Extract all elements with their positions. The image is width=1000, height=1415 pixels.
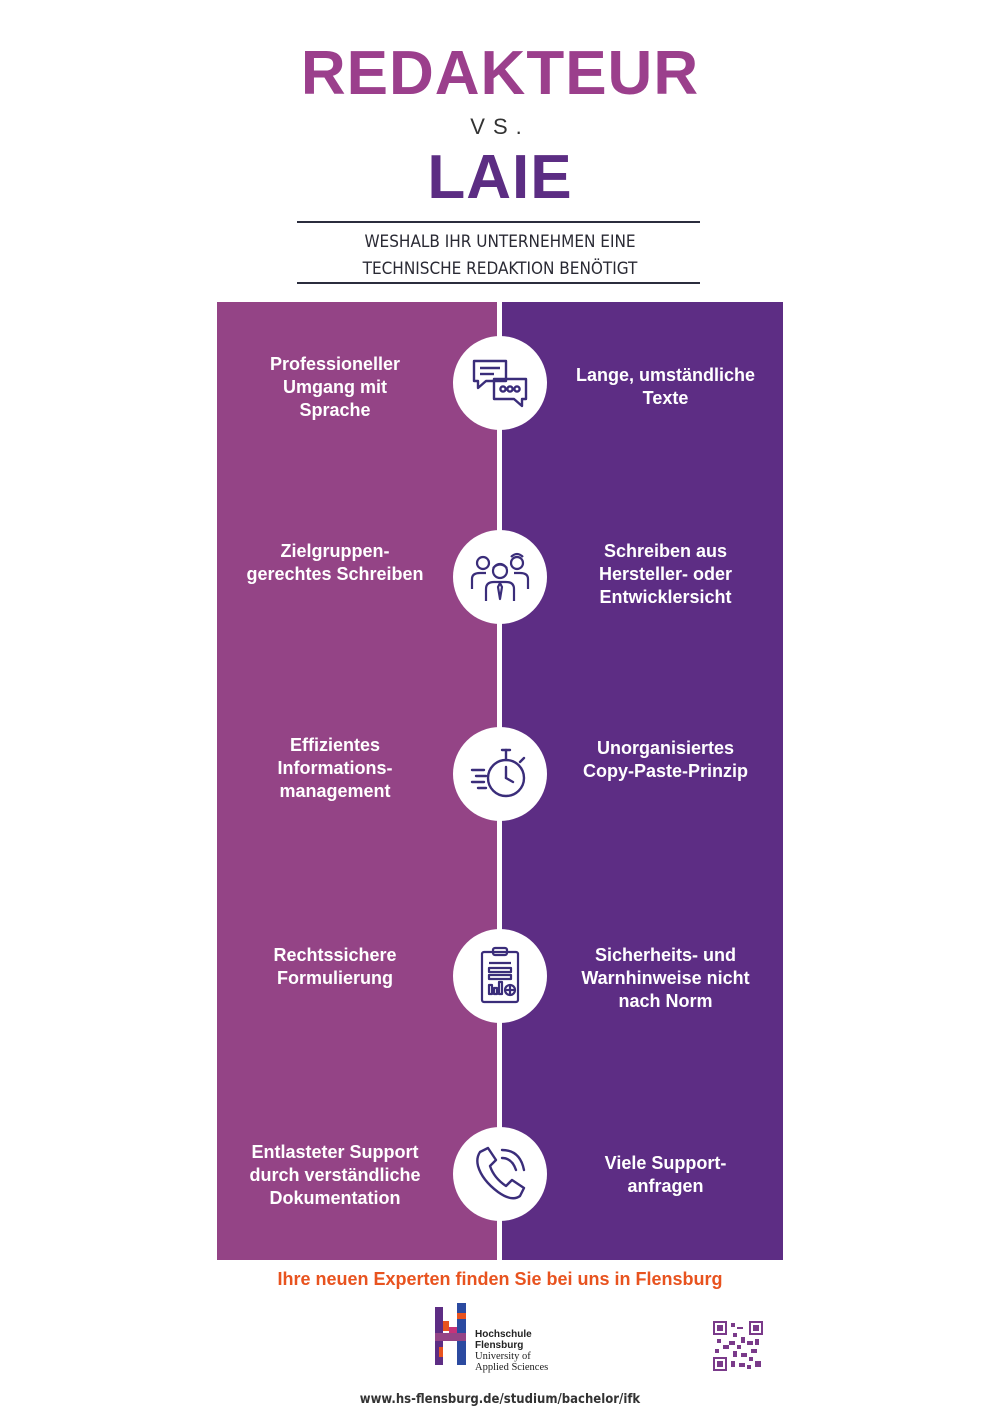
row-4-left-line-1: Rechtssichere bbox=[273, 945, 397, 965]
row-4-right-line-1: Sicherheits- und bbox=[594, 945, 737, 965]
logo-text: Hochschule Flensburg University of Appli… bbox=[475, 1329, 548, 1373]
row-2-left-text: Zielgruppen- gerechtes Schreiben bbox=[220, 540, 450, 586]
row-5-right-line-2: anfragen bbox=[627, 1176, 704, 1196]
footer-slogan: Ihre neuen Experten finden Sie bei uns i… bbox=[277, 1269, 723, 1289]
qr-code-icon[interactable] bbox=[713, 1321, 763, 1371]
title-redakteur: REDAKTEUR bbox=[300, 39, 700, 108]
row-1-right-line-2: Texte bbox=[642, 388, 689, 408]
laie-column bbox=[502, 302, 783, 1260]
row-1-right-text: Lange, umständliche Texte bbox=[548, 364, 783, 410]
tagline: WESHALB IHR UNTERNEHMEN EINE TECHNISCHE … bbox=[0, 229, 1000, 283]
phone-icon bbox=[476, 1146, 526, 1200]
clipboard-report-icon bbox=[480, 946, 520, 1004]
tagline-line-1: WESHALB IHR UNTERNEHMEN EINE bbox=[364, 232, 636, 252]
row-4-right-line-3: nach Norm bbox=[618, 991, 713, 1011]
row-3-left-line-1: Effizientes bbox=[289, 735, 381, 755]
logo-line-2: Flensburg bbox=[475, 1340, 524, 1351]
row-4-left-line-2: Formulierung bbox=[277, 968, 393, 988]
top-rule bbox=[297, 221, 700, 223]
row-1-icon-circle bbox=[453, 336, 547, 430]
row-4-icon-circle bbox=[453, 929, 547, 1023]
row-2-right-line-2: Hersteller- oder bbox=[598, 564, 733, 584]
row-2-left-line-2: gerechtes Schreiben bbox=[246, 564, 424, 584]
row-3-right-line-1: Unorganisiertes bbox=[596, 738, 735, 758]
row-5-right-line-1: Viele Support- bbox=[604, 1153, 727, 1173]
row-5-left-line-3: Dokumentation bbox=[269, 1188, 401, 1208]
footer-url[interactable]: www.hs-flensburg.de/studium/bachelor/ifk bbox=[359, 1392, 641, 1407]
row-3-left-line-3: management bbox=[279, 781, 391, 801]
row-5-icon-circle bbox=[453, 1127, 547, 1221]
row-2-right-text: Schreiben aus Hersteller- oder Entwickle… bbox=[548, 540, 783, 609]
row-1-left-line-2: Umgang mit bbox=[282, 377, 387, 397]
row-2-right-line-3: Entwicklersicht bbox=[599, 587, 732, 607]
redakteur-column bbox=[217, 302, 497, 1260]
row-5-left-line-1: Entlasteter Support bbox=[251, 1142, 419, 1162]
logo-line-1: Hochschule bbox=[475, 1329, 532, 1340]
row-3-right-line-2: Copy-Paste-Prinzip bbox=[582, 761, 749, 781]
row-1-left-line-1: Professioneller bbox=[269, 354, 401, 374]
bottom-rule bbox=[297, 282, 700, 284]
row-1-right-line-1: Lange, umständliche bbox=[575, 365, 756, 385]
row-5-right-text: Viele Support- anfragen bbox=[548, 1152, 783, 1198]
row-3-right-text: Unorganisiertes Copy-Paste-Prinzip bbox=[548, 737, 783, 783]
title-vs: VS. bbox=[470, 114, 530, 139]
people-group-icon bbox=[470, 552, 530, 601]
row-5-left-text: Entlasteter Support durch verständliche … bbox=[220, 1141, 450, 1210]
row-4-left-text: Rechtssichere Formulierung bbox=[220, 944, 450, 990]
speech-bubbles-icon bbox=[472, 359, 528, 408]
logo-line-3: University of bbox=[475, 1351, 531, 1362]
hochschule-flensburg-logo-icon bbox=[435, 1303, 466, 1365]
row-3-left-line-2: Informations- bbox=[277, 758, 393, 778]
row-3-left-text: Effizientes Informations- management bbox=[220, 734, 450, 803]
row-2-icon-circle bbox=[453, 530, 547, 624]
title-laie: LAIE bbox=[427, 143, 573, 212]
row-4-right-line-2: Warnhinweise nicht bbox=[581, 968, 750, 988]
row-2-right-line-1: Schreiben aus bbox=[603, 541, 728, 561]
tagline-line-2: TECHNISCHE REDAKTION BENÖTIGT bbox=[362, 259, 638, 279]
row-3-icon-circle bbox=[453, 727, 547, 821]
row-5-left-line-2: durch verständliche bbox=[249, 1165, 421, 1185]
row-1-left-line-3: Sprache bbox=[299, 400, 371, 420]
row-4-right-text: Sicherheits- und Warnhinweise nicht nach… bbox=[548, 944, 783, 1013]
stopwatch-icon bbox=[470, 748, 526, 798]
row-2-left-line-1: Zielgruppen- bbox=[280, 541, 390, 561]
row-1-left-text: Professioneller Umgang mit Sprache bbox=[220, 353, 450, 422]
logo-line-4: Applied Sciences bbox=[475, 1362, 549, 1373]
